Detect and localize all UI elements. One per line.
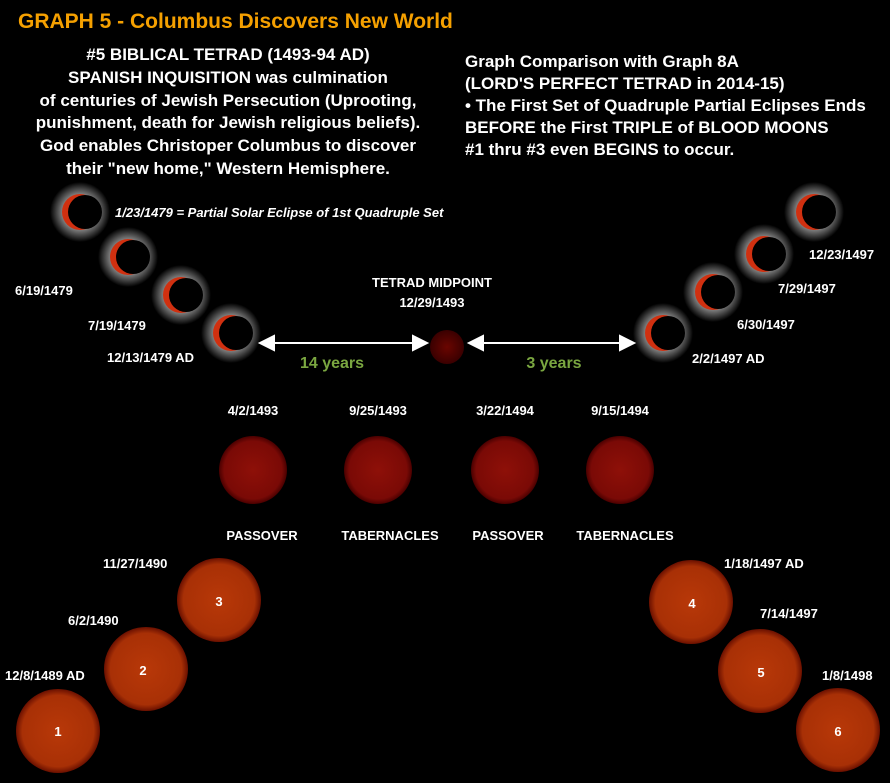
right-span-label: 3 years bbox=[526, 355, 581, 372]
comparison-line: #1 thru #3 even BEGINS to occur. bbox=[465, 140, 734, 159]
moon-number: 5 bbox=[757, 665, 764, 680]
eclipse-date: 12/13/1479 AD bbox=[107, 350, 194, 365]
blood-moon-date: 9/25/1493 bbox=[349, 403, 407, 418]
blood-moon bbox=[219, 436, 287, 504]
numbered-moon bbox=[104, 627, 188, 711]
feast-label: TABERNACLES bbox=[576, 528, 674, 543]
blood-moon bbox=[344, 436, 412, 504]
blood-moon-tetrad: 4/2/1493 9/25/1493 3/22/1494 9/15/1494 P… bbox=[219, 403, 674, 543]
eclipse-date: 6/30/1497 bbox=[737, 317, 795, 332]
solar-eclipse-icon bbox=[784, 182, 844, 242]
solar-eclipse-icon bbox=[683, 262, 743, 322]
moon-number: 2 bbox=[139, 663, 146, 678]
blood-moon-date: 3/22/1494 bbox=[476, 403, 535, 418]
feast-label: PASSOVER bbox=[472, 528, 544, 543]
moon-number: 1 bbox=[54, 724, 61, 739]
eclipse-date: 7/29/1497 bbox=[778, 281, 836, 296]
blood-moon-date: 4/2/1493 bbox=[228, 403, 279, 418]
double-arrow-left bbox=[257, 334, 430, 352]
first-eclipse-note: 1/23/1479 = Partial Solar Eclipse of 1st… bbox=[115, 205, 444, 220]
moon-date: 11/27/1490 bbox=[103, 556, 167, 571]
solar-eclipse-icon bbox=[98, 227, 158, 287]
description-line: #5 BIBLICAL TETRAD (1493-94 AD) bbox=[86, 45, 369, 64]
moon-date: 1/8/1498 bbox=[822, 668, 873, 683]
moon-date: 7/14/1497 bbox=[760, 606, 818, 621]
feast-label: TABERNACLES bbox=[341, 528, 439, 543]
moon-number: 4 bbox=[688, 596, 696, 611]
eclipse-date: 7/19/1479 bbox=[88, 318, 146, 333]
description-line: SPANISH INQUISITION was culmination bbox=[68, 68, 388, 87]
numbered-moon bbox=[718, 629, 802, 713]
description-line: punishment, death for Jewish religious b… bbox=[36, 113, 420, 132]
description-line: God enables Christoper Columbus to disco… bbox=[40, 136, 416, 155]
description-line: their "new home," Western Hemisphere. bbox=[66, 159, 390, 178]
blood-moon-date: 9/15/1494 bbox=[591, 403, 650, 418]
graph-title: GRAPH 5 - Columbus Discovers New World bbox=[18, 10, 453, 33]
eclipse-date: 12/23/1497 bbox=[809, 247, 874, 262]
eclipse-date: 2/2/1497 AD bbox=[692, 351, 765, 366]
midpoint-label: TETRAD MIDPOINT bbox=[372, 275, 492, 290]
comparison-line: Graph Comparison with Graph 8A bbox=[465, 52, 739, 71]
left-description: #5 BIBLICAL TETRAD (1493-94 AD) SPANISH … bbox=[36, 45, 420, 178]
feast-label: PASSOVER bbox=[226, 528, 298, 543]
solar-eclipse-icon bbox=[151, 265, 211, 325]
comparison-line: • The First Set of Quadruple Partial Ecl… bbox=[465, 96, 866, 115]
numbered-moon bbox=[796, 688, 880, 772]
blood-moon bbox=[586, 436, 654, 504]
description-line: of centuries of Jewish Persecution (Upro… bbox=[40, 91, 417, 110]
midpoint-date: 12/29/1493 bbox=[399, 295, 464, 310]
comparison-line: BEFORE the First TRIPLE of BLOOD MOONS bbox=[465, 118, 829, 137]
solar-eclipse-icon bbox=[633, 303, 693, 363]
solar-eclipse-icon bbox=[734, 224, 794, 284]
midpoint-moon bbox=[430, 330, 464, 364]
blood-moon bbox=[471, 436, 539, 504]
moon-date: 12/8/1489 AD bbox=[5, 668, 85, 683]
left-span-label: 14 years bbox=[300, 355, 364, 372]
numbered-moon bbox=[649, 560, 733, 644]
numbered-moon bbox=[177, 558, 261, 642]
double-arrow-right bbox=[466, 334, 637, 352]
moon-number: 6 bbox=[834, 724, 841, 739]
eclipse-date: 6/19/1479 bbox=[15, 283, 73, 298]
numbered-moon bbox=[16, 689, 100, 773]
comparison-line: (LORD'S PERFECT TETRAD in 2014-15) bbox=[465, 74, 785, 93]
solar-eclipse-icon bbox=[201, 303, 261, 363]
right-description: Graph Comparison with Graph 8A (LORD'S P… bbox=[465, 52, 866, 159]
solar-eclipse-icon bbox=[50, 182, 110, 242]
moon-date: 6/2/1490 bbox=[68, 613, 119, 628]
moon-date: 1/18/1497 AD bbox=[724, 556, 804, 571]
moon-number: 3 bbox=[215, 594, 222, 609]
